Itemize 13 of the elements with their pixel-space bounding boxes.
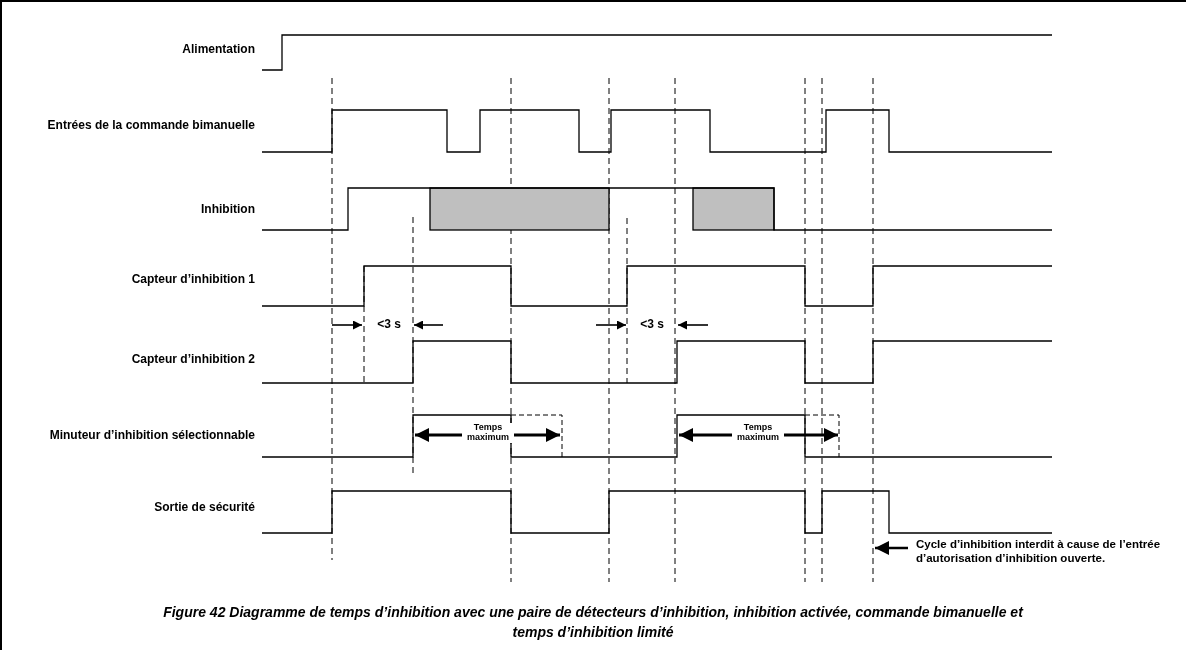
signal-name: Capteur d’inhibition 1 (130, 272, 255, 287)
note-text: Cycle d’inhibition interdit à cause de l’entrée d’autorisation d’inhibition ouverte. (916, 538, 1162, 566)
signal-name: Entrées de la commande bimanuelle (46, 118, 255, 133)
signal-name: Inhibition (200, 202, 255, 217)
figure-caption: Figure 42 Diagramme de temps d’inhibition avec une paire de détecteurs d’inhibition, inhibition activée, commande bimanuelle et temps d’inhibition limité (162, 603, 1025, 642)
signal-name: Alimentation (181, 42, 255, 57)
time-limit-label: <3 s (376, 317, 402, 332)
signal-name: Capteur d’inhibition 2 (130, 352, 255, 367)
dimension-label: Temps maximum (462, 423, 514, 443)
signal-name: Sortie de sécurité (153, 500, 255, 515)
time-limit-label: <3 s (639, 317, 665, 332)
signal-name: Minuteur d’inhibition sélectionnable (48, 428, 255, 443)
dimension-label: Temps maximum (732, 423, 784, 443)
